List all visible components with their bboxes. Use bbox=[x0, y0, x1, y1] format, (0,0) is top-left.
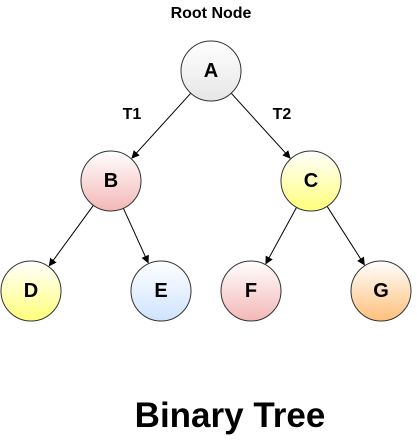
edge-a-b bbox=[131, 92, 192, 159]
branch-label-t1: T1 bbox=[123, 106, 142, 123]
node-label-d: D bbox=[24, 280, 38, 302]
node-circle-g bbox=[350, 260, 412, 322]
tree-node-b: B bbox=[80, 150, 142, 212]
branch-label-t2: T2 bbox=[273, 106, 292, 123]
edge-c-f bbox=[265, 207, 298, 265]
tree-node-e: E bbox=[130, 260, 192, 322]
nodes-layer: A B C D E F G bbox=[0, 40, 412, 322]
tree-node-a: A bbox=[180, 40, 242, 102]
node-circle-b bbox=[80, 150, 142, 212]
node-label-g: G bbox=[373, 280, 389, 302]
node-circle-d bbox=[0, 260, 62, 322]
node-circle-f bbox=[220, 260, 282, 322]
edges-layer bbox=[48, 92, 365, 267]
tree-node-d: D bbox=[0, 260, 62, 322]
root-node-label: Root Node bbox=[171, 5, 252, 22]
node-circle-a bbox=[180, 40, 242, 102]
tree-node-c: C bbox=[280, 150, 342, 212]
node-label-f: F bbox=[245, 280, 257, 302]
node-circle-e bbox=[130, 260, 192, 322]
tree-node-g: G bbox=[350, 260, 412, 322]
node-label-c: C bbox=[304, 170, 318, 192]
edge-a-c bbox=[230, 92, 291, 159]
node-label-a: A bbox=[204, 60, 218, 82]
edge-b-d bbox=[48, 205, 94, 267]
diagram-title: Binary Tree bbox=[135, 396, 326, 435]
node-label-e: E bbox=[154, 280, 167, 302]
tree-node-f: F bbox=[220, 260, 282, 322]
node-label-b: B bbox=[104, 170, 118, 192]
edge-b-e bbox=[122, 208, 149, 264]
edge-c-g bbox=[326, 206, 365, 266]
node-circle-c bbox=[280, 150, 342, 212]
